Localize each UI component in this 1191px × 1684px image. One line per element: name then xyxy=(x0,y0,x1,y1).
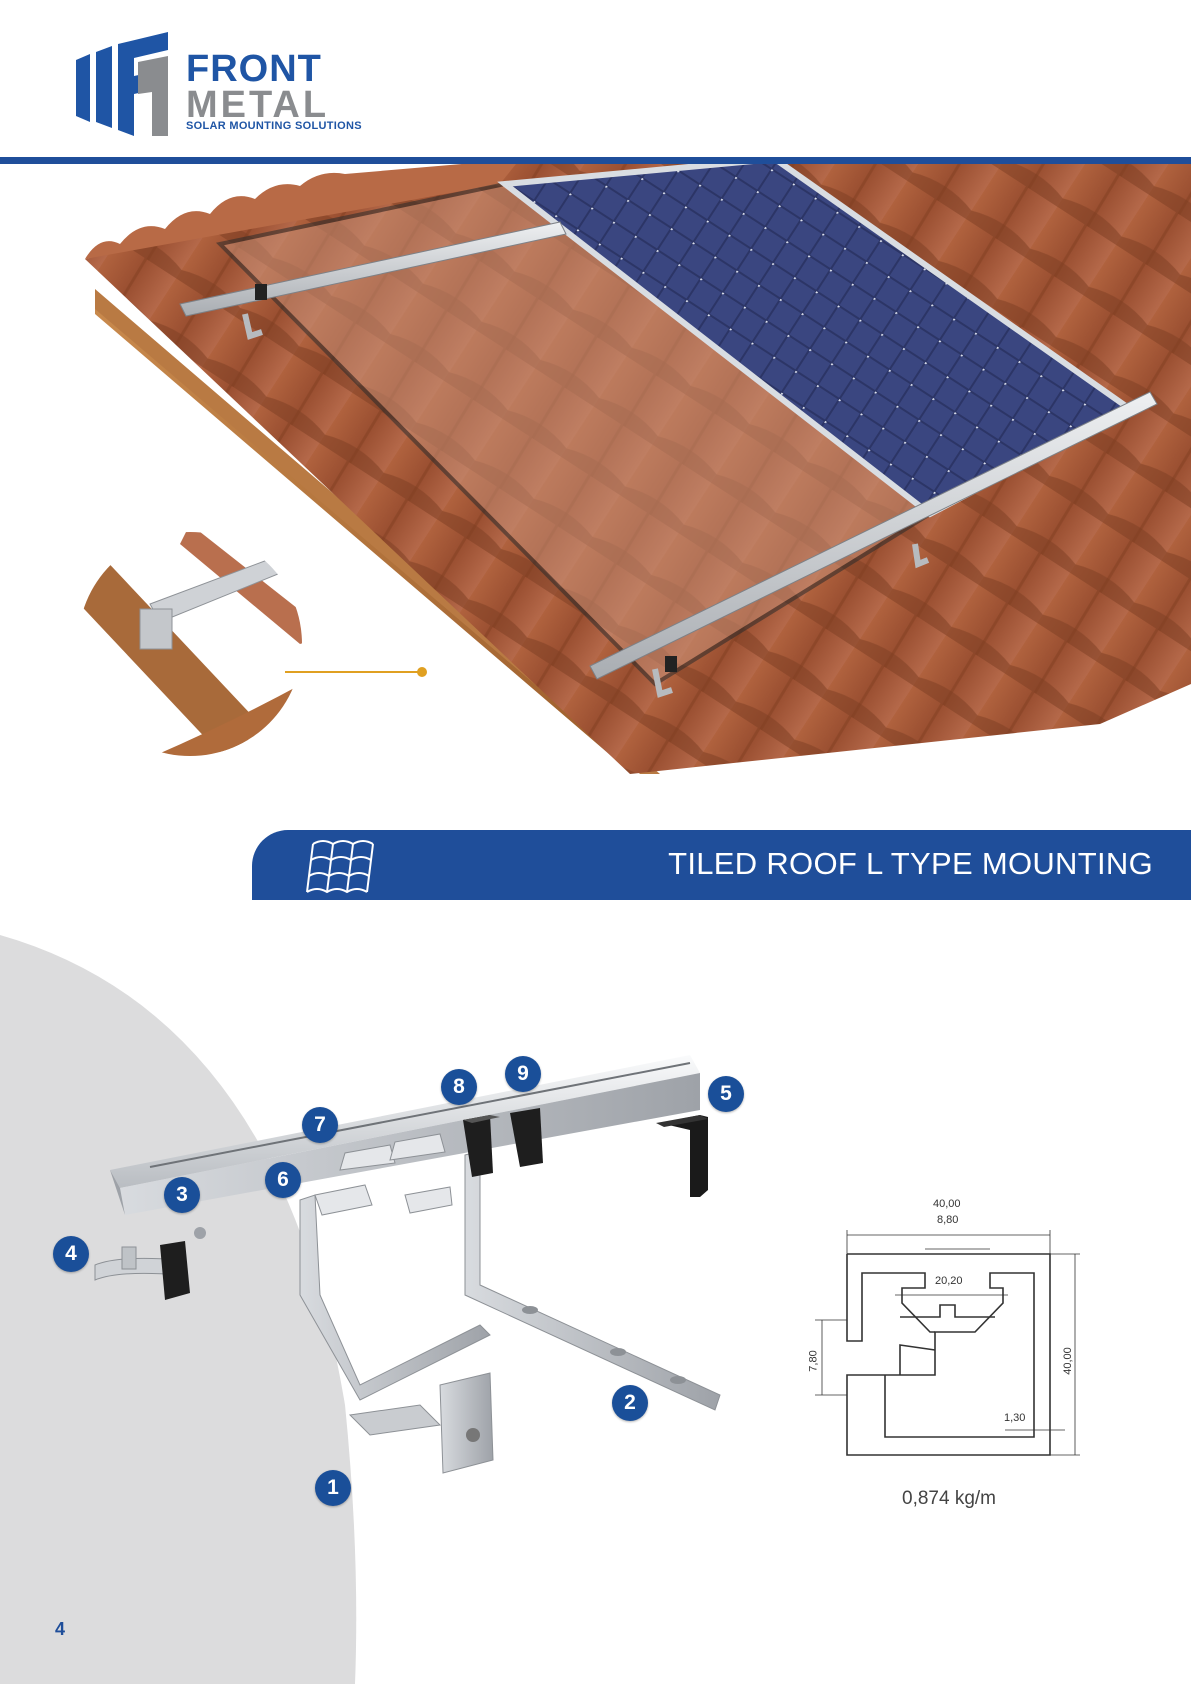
dim-height: 40,00 xyxy=(1061,1347,1074,1375)
logo-wordmark-front: FRONT xyxy=(186,48,322,90)
component-badge-5: 5 xyxy=(708,1076,744,1112)
component-badge-4: 4 xyxy=(53,1236,89,1272)
component-badge-9: 9 xyxy=(505,1056,541,1092)
component-badge-7: 7 xyxy=(302,1107,338,1143)
component-badge-3: 3 xyxy=(164,1177,200,1213)
tiled-roof-illustration xyxy=(78,164,1191,774)
profile-weight: 0,874 kg/m xyxy=(902,1488,996,1509)
component-badge-6: 6 xyxy=(265,1162,301,1198)
grey-background-arc xyxy=(0,935,357,1684)
roof-tile-icon xyxy=(306,840,374,894)
components-illustration xyxy=(0,935,1120,1684)
component-badge-2: 2 xyxy=(612,1385,648,1421)
dim-wall: 1,30 xyxy=(1004,1412,1026,1424)
logo-tagline: SOLAR MOUNTING SOLUTIONS xyxy=(186,120,362,132)
dim-slot-inner: 20,20 xyxy=(935,1275,963,1287)
front-metal-logo-mark xyxy=(76,32,168,136)
dim-slot-top: 8,80 xyxy=(937,1214,959,1226)
dim-width: 40,00 xyxy=(933,1198,961,1210)
section-banner xyxy=(252,830,1191,900)
header-rule xyxy=(0,157,1191,164)
component-badge-8: 8 xyxy=(441,1069,477,1105)
component-badge-1: 1 xyxy=(315,1470,351,1506)
page-number: 4 xyxy=(55,1619,66,1639)
banner-title: TILED ROOF L TYPE MOUNTING xyxy=(668,846,1153,881)
logo-wordmark-metal: METAL xyxy=(186,84,330,126)
dim-thread: 7,80 xyxy=(807,1350,820,1372)
